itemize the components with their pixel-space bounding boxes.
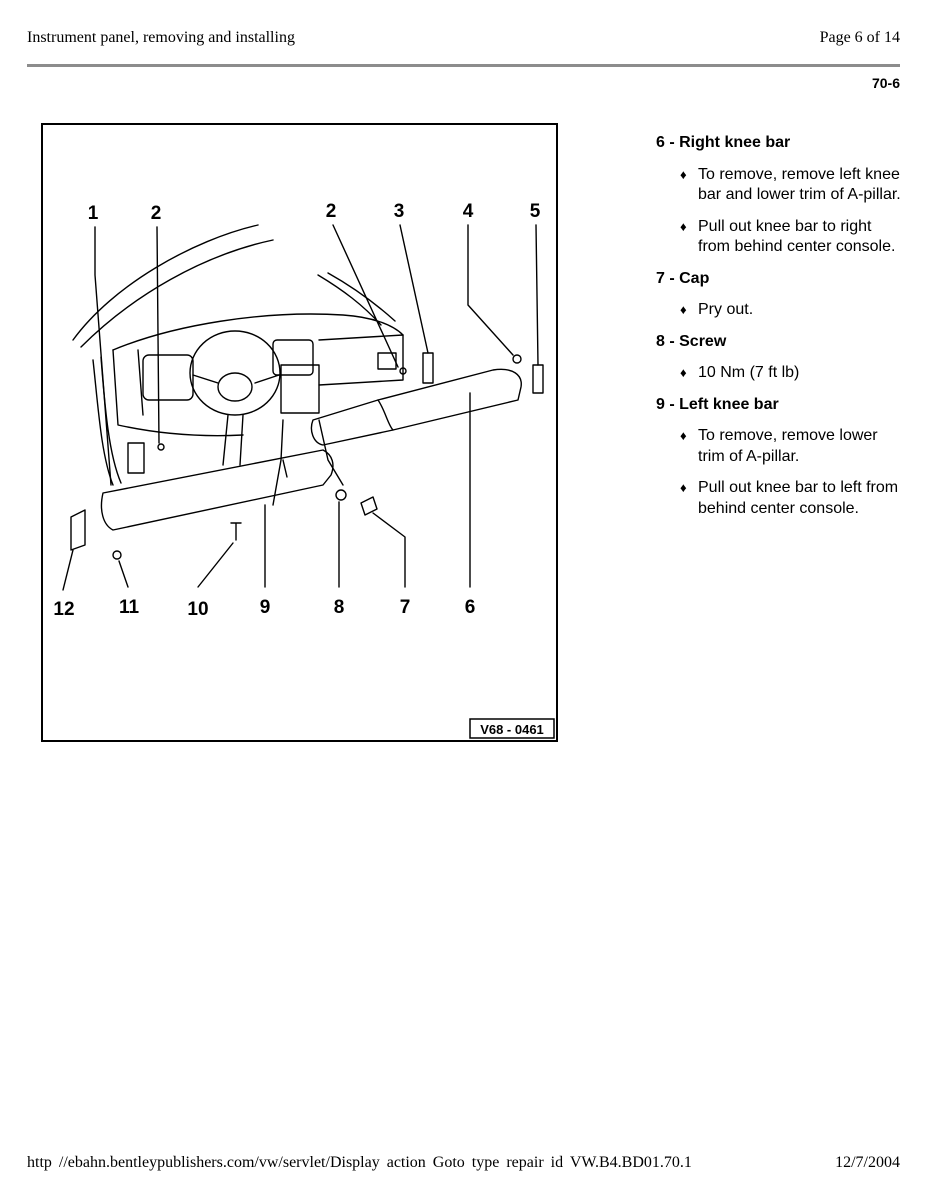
- clip-4: [512, 354, 522, 364]
- figure-code: V68 - 0461: [480, 722, 544, 737]
- footer-date: 12/7/2004: [835, 1154, 900, 1171]
- callout: 5: [530, 201, 541, 222]
- screw-2-left: [157, 443, 165, 451]
- section-number: 70-6: [871, 75, 900, 91]
- diamond-bullet-icon: ♦: [680, 428, 687, 443]
- screw-2: [399, 367, 407, 375]
- bracket-3: [422, 352, 434, 384]
- instrument-cluster: [272, 339, 314, 376]
- callout: 3: [394, 201, 405, 222]
- diamond-bullet-icon: ♦: [680, 302, 687, 317]
- windshield-line: [317, 274, 382, 326]
- diamond-bullet-icon: ♦: [680, 480, 687, 495]
- dashboard-face: [137, 349, 144, 416]
- callout: 4: [463, 201, 474, 222]
- callout: 11: [119, 597, 140, 618]
- legend-item: 6 - Right knee bar ♦ To remove, remove le…: [656, 133, 906, 258]
- right-knee-bar-edge: [377, 399, 394, 431]
- footer-url: http //ebahn.bentleypublishers.com/vw/se…: [27, 1154, 692, 1171]
- leader-2a: [156, 226, 160, 444]
- leader-5: [535, 224, 539, 366]
- dashboard-face: [112, 349, 244, 437]
- steering-spoke: [192, 374, 219, 384]
- steering-wheel: [189, 330, 281, 416]
- diamond-bullet-icon: ♦: [680, 166, 687, 182]
- center-stack: [280, 364, 320, 414]
- trim-5: [532, 364, 544, 394]
- legend-item: 9 - Left knee bar ♦ To remove, remove low…: [656, 395, 906, 520]
- callout: 2: [326, 201, 337, 222]
- legend-bullet: ♦ 10 Nm (7 ft lb): [656, 363, 906, 384]
- figure-code-box: [469, 718, 555, 739]
- steering-column: [222, 414, 244, 466]
- legend-bullet: ♦ Pull out knee bar to right from behind …: [656, 217, 906, 258]
- steering-hub: [217, 372, 253, 402]
- windshield-line: [327, 272, 396, 322]
- legend-item-title: 9 - Left knee bar: [656, 395, 779, 413]
- steering-spoke: [254, 374, 280, 384]
- leader-1: [94, 226, 112, 486]
- leader-12: [62, 549, 74, 591]
- header-divider: [27, 64, 900, 67]
- callout: 2: [151, 203, 162, 224]
- trim-12: [70, 509, 86, 551]
- legend-bullet: ♦ To remove, remove lower trim of A-pilla…: [656, 426, 906, 467]
- center-console: [272, 419, 344, 506]
- legend-item-title: 7 - Cap: [656, 269, 710, 287]
- legend-bullet-text: Pull out knee bar to left from behind ce…: [698, 479, 899, 517]
- legend-bullet-text: Pull out knee bar to right from behind c…: [698, 217, 896, 256]
- leader-2b: [332, 224, 399, 368]
- legend-item-title: 8 - Screw: [656, 332, 727, 350]
- leader-3: [399, 224, 429, 354]
- legend-item: 7 - Cap ♦ Pry out.: [656, 269, 906, 321]
- cap-7: [360, 496, 378, 516]
- callout: 9: [260, 597, 271, 618]
- legend-bullet: ♦ To remove, remove left knee bar and low…: [656, 165, 906, 206]
- legend-bullet-text: To remove, remove left knee bar and lowe…: [698, 165, 901, 204]
- screw-11: [112, 550, 122, 560]
- diamond-bullet-icon: ♦: [680, 365, 687, 380]
- legend-item-title: 6 - Right knee bar: [656, 134, 791, 151]
- legend-bullet-text: To remove, remove lower trim of A-pillar…: [698, 427, 878, 465]
- screw-10: [230, 522, 242, 541]
- a-pillar: [92, 359, 114, 486]
- callout: 8: [334, 597, 345, 618]
- exploded-diagram: 1 2 2 3 4 5 12 11 10 9 8 7 6 V68 - 0461: [41, 123, 558, 742]
- left-knee-bar-edge: [282, 459, 288, 478]
- legend-bullet: ♦ Pull out knee bar to left from behind c…: [656, 478, 906, 519]
- leader-10: [197, 542, 234, 588]
- windshield-line: [72, 224, 259, 341]
- legend-bullet-text: 10 Nm (7 ft lb): [698, 364, 800, 381]
- dashboard-right: [318, 334, 404, 386]
- callout: 7: [400, 597, 411, 618]
- callout: 10: [187, 599, 208, 620]
- callout: 1: [88, 203, 99, 224]
- right-knee-bar: [310, 368, 522, 446]
- leader-4: [467, 224, 514, 356]
- page-indicator: Page 6 of 14: [819, 29, 900, 46]
- pillar-bracket: [127, 442, 145, 474]
- document-title: Instrument panel, removing and installin…: [27, 29, 295, 46]
- screw-8: [335, 489, 347, 501]
- leader-7: [372, 512, 406, 588]
- legend-bullet-text: Pry out.: [698, 301, 754, 318]
- left-knee-bar: [100, 449, 334, 531]
- parts-legend: 6 - Right knee bar ♦ To remove, remove le…: [656, 133, 906, 530]
- dashboard-top: [112, 313, 404, 351]
- legend-bullet: ♦ Pry out.: [656, 300, 906, 321]
- diamond-bullet-icon: ♦: [680, 218, 687, 234]
- legend-item: 8 - Screw ♦ 10 Nm (7 ft lb): [656, 332, 906, 384]
- leader-11: [118, 560, 129, 588]
- windshield-line: [80, 239, 274, 348]
- callout: 12: [53, 599, 74, 620]
- callout: 6: [465, 597, 476, 618]
- instrument-cluster: [142, 354, 194, 401]
